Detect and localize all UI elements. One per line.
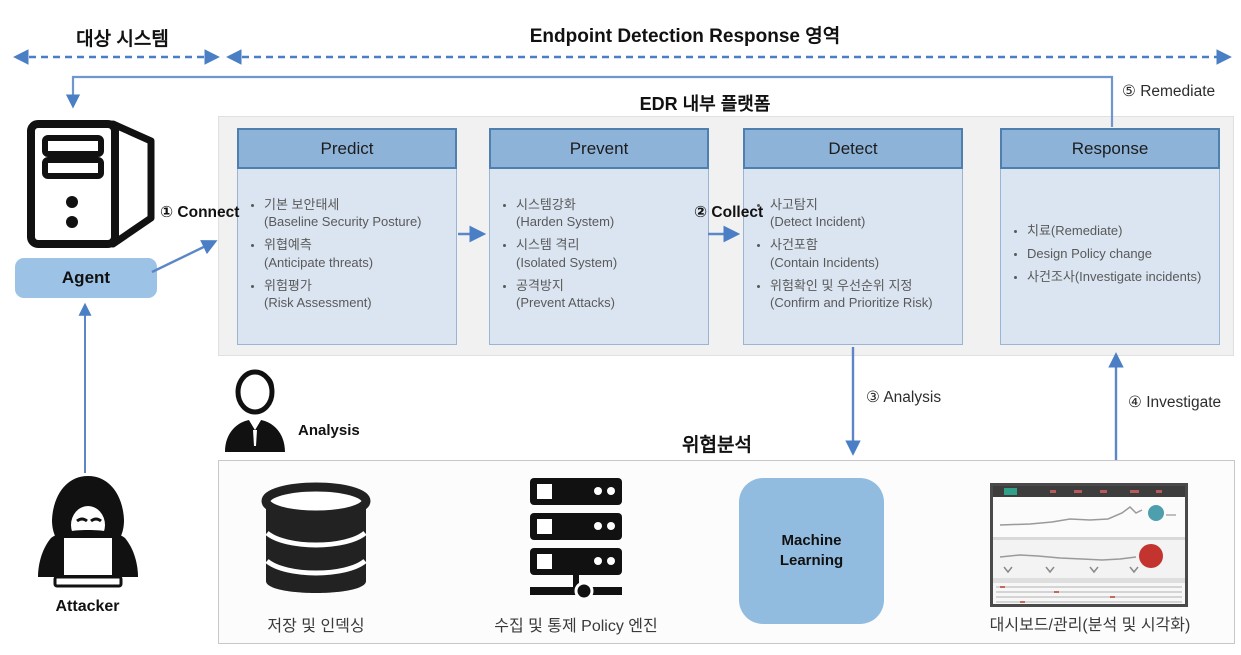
pipeline-title-prevent: Prevent: [489, 128, 709, 169]
flow-connect-line: [151, 240, 218, 274]
pipeline-title-predict: Predict: [237, 128, 457, 169]
flow-label-remediate: ⑤ Remediate: [1122, 83, 1216, 100]
flow-label-analysis: ③ Analysis: [866, 389, 942, 406]
predict-item: 위험평가 (Risk Assessment): [264, 277, 422, 311]
pipeline-title-response: Response: [1000, 128, 1220, 169]
analyst-icon: [225, 369, 285, 452]
predict-item: 기본 보안태세 (Baseline Security Posture): [264, 196, 422, 230]
pipeline-box-detect: Detect 사고탐지 (Detect Incident) 사건포함 (Cont…: [743, 128, 963, 345]
attacker-icon: [38, 476, 138, 588]
pipeline-box-predict: Predict 기본 보안태세 (Baseline Security Postu…: [237, 128, 457, 345]
policy-engine-label: 수집 및 통제 Policy 엔진: [494, 618, 658, 635]
attacker-label: Attacker: [55, 598, 120, 615]
pipeline-box-prevent: Prevent 시스템강화 (Harden System) 시스템 격리 (Is…: [489, 128, 709, 345]
database-icon: [261, 482, 371, 593]
edr-platform-title: EDR 내부 플랫폼: [639, 94, 771, 114]
threat-analysis-title: 위협분석: [682, 435, 752, 456]
prevent-item: 공격방지 (Prevent Attacks): [516, 277, 617, 311]
predict-item: 위협예측 (Anticipate threats): [264, 236, 422, 270]
policy-engine-icon: [530, 478, 622, 601]
flow-label-investigate: ④ Investigate: [1128, 394, 1222, 411]
dashboard-label: 대시보드/관리(분석 및 시각화): [989, 617, 1191, 634]
dashboard-image: [990, 483, 1188, 607]
pipeline-box-response: Response 치료(Remediate) Design Policy cha…: [1000, 128, 1220, 345]
flow-label-collect: ② Collect: [694, 204, 764, 221]
prevent-item: 시스템 격리 (Isolated System): [516, 236, 617, 270]
detect-item: 위험확인 및 우선순위 지정 (Confirm and Prioritize R…: [770, 277, 933, 311]
machine-learning-box: Machine Learning: [739, 478, 884, 624]
pipeline-title-detect: Detect: [743, 128, 963, 169]
detect-item: 사고탐지 (Detect Incident): [770, 196, 933, 230]
response-item: 치료(Remediate): [1027, 222, 1201, 239]
analyst-label: Analysis: [298, 422, 360, 439]
detect-item: 사건포함 (Contain Incidents): [770, 236, 933, 270]
agent-box: Agent: [15, 258, 157, 298]
response-item: Design Policy change: [1027, 245, 1201, 262]
server-icon: [27, 120, 155, 248]
flow-label-connect: ① Connect: [160, 204, 240, 221]
prevent-item: 시스템강화 (Harden System): [516, 196, 617, 230]
zone-label-target-system: 대상 시스템: [76, 29, 169, 50]
response-item: 사건조사(Investigate incidents): [1027, 268, 1201, 285]
zone-label-edr-area: Endpoint Detection Response 영역: [529, 26, 841, 47]
storage-label: 저장 및 인덱싱: [267, 618, 365, 635]
